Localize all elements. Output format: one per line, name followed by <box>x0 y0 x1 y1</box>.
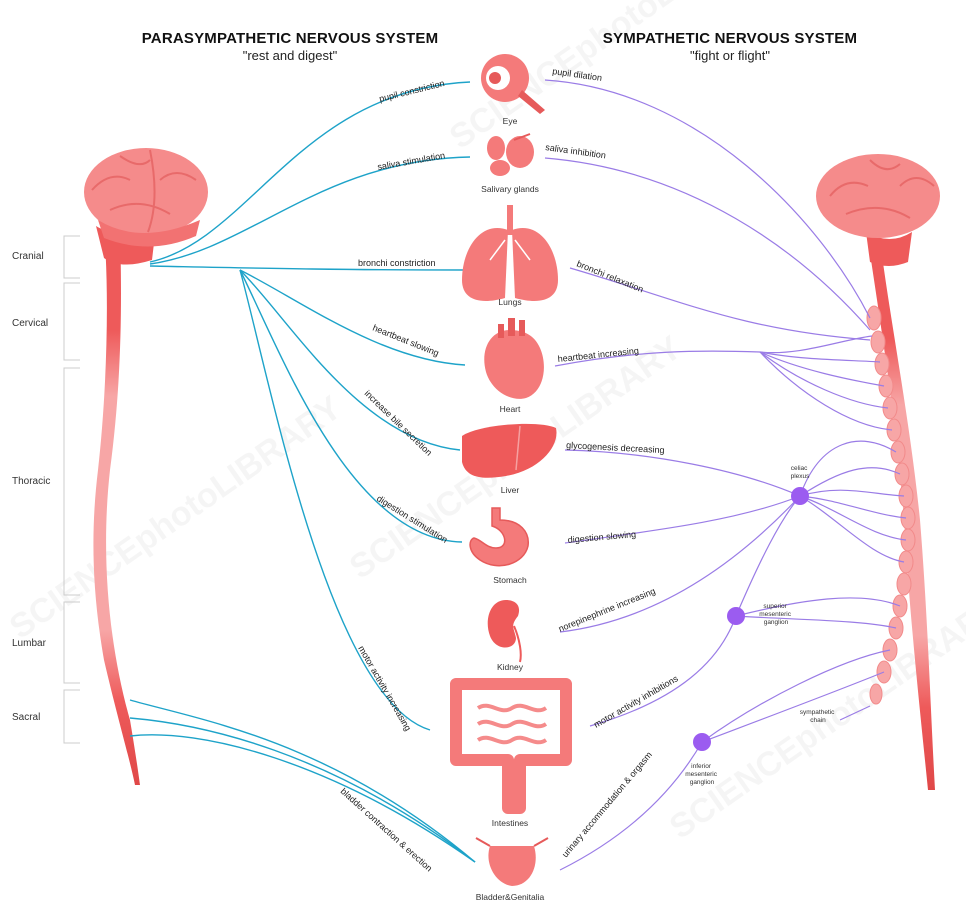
heart-icon <box>484 318 544 399</box>
region-thoracic: Thoracic <box>12 476 50 487</box>
para-effect-bladder-contraction: bladder contraction & erection <box>339 786 435 873</box>
svg-text:SCIENCEphotoLIBRARY: SCIENCEphotoLIBRARY <box>3 388 349 646</box>
symp-effect-digestion-slowing: digestion slowing <box>567 529 636 545</box>
spinal-region-brackets <box>64 236 80 743</box>
intestines-icon <box>456 684 566 808</box>
organ-label-bladder-genitalia: Bladder&Genitalia <box>476 892 545 902</box>
organ-label-liver: Liver <box>501 485 520 495</box>
lungs-icon <box>462 205 558 301</box>
region-cranial: Cranial <box>12 251 44 262</box>
symp-effect-norepinephrine-increasing: norepinephrine increasing <box>557 586 657 634</box>
symp-effect-saliva-inhibition: saliva inhibition <box>545 142 607 160</box>
para-effect-bronchi-constriction: bronchi constriction <box>358 258 436 268</box>
superior-mesenteric-label: superior mesenteric ganglion <box>759 603 793 626</box>
organ-label-kidney: Kidney <box>497 662 524 672</box>
region-sacral: Sacral <box>12 712 40 723</box>
para-effect-pupil-constriction: pupil constriction <box>378 78 445 104</box>
organ-label-lungs: Lungs <box>498 297 521 307</box>
para-effect-motor-activity-increasing: motor activity increasing <box>356 644 413 733</box>
inferior-mesenteric-ganglion <box>693 733 711 751</box>
organ-label-heart: Heart <box>500 404 521 414</box>
organ-label-intestines: Intestines <box>492 818 528 828</box>
organ-label-eye: Eye <box>503 116 518 126</box>
symp-effect-motor-activity-inhibitions: motor activity inhibitions <box>592 673 680 730</box>
salivary-glands-icon <box>487 134 534 176</box>
symp-effect-bronchi-relaxation: bronchi relaxation <box>575 259 645 295</box>
celiac-plexus-ganglion <box>791 487 809 505</box>
left-brain-spine <box>84 148 208 785</box>
organ-label-stomach: Stomach <box>493 575 527 585</box>
region-lumbar: Lumbar <box>12 638 47 649</box>
inferior-mesenteric-label: inferior mesenteric ganglion <box>685 763 719 786</box>
para-effect-increase-bile-secretion: increase bile secretion <box>363 388 434 457</box>
stomach-icon <box>470 508 528 566</box>
region-cervical: Cervical <box>12 318 48 329</box>
kidney-icon <box>488 600 521 662</box>
para-effect-saliva-stimulation: saliva stimulation <box>377 150 446 172</box>
liver-icon <box>462 424 557 478</box>
bladder-genitalia-icon <box>476 838 548 886</box>
organ-label-salivary-glands: Salivary glands <box>481 184 539 194</box>
celiac-plexus-label: celiac plexus <box>791 465 811 480</box>
superior-mesenteric-ganglion <box>727 607 745 625</box>
